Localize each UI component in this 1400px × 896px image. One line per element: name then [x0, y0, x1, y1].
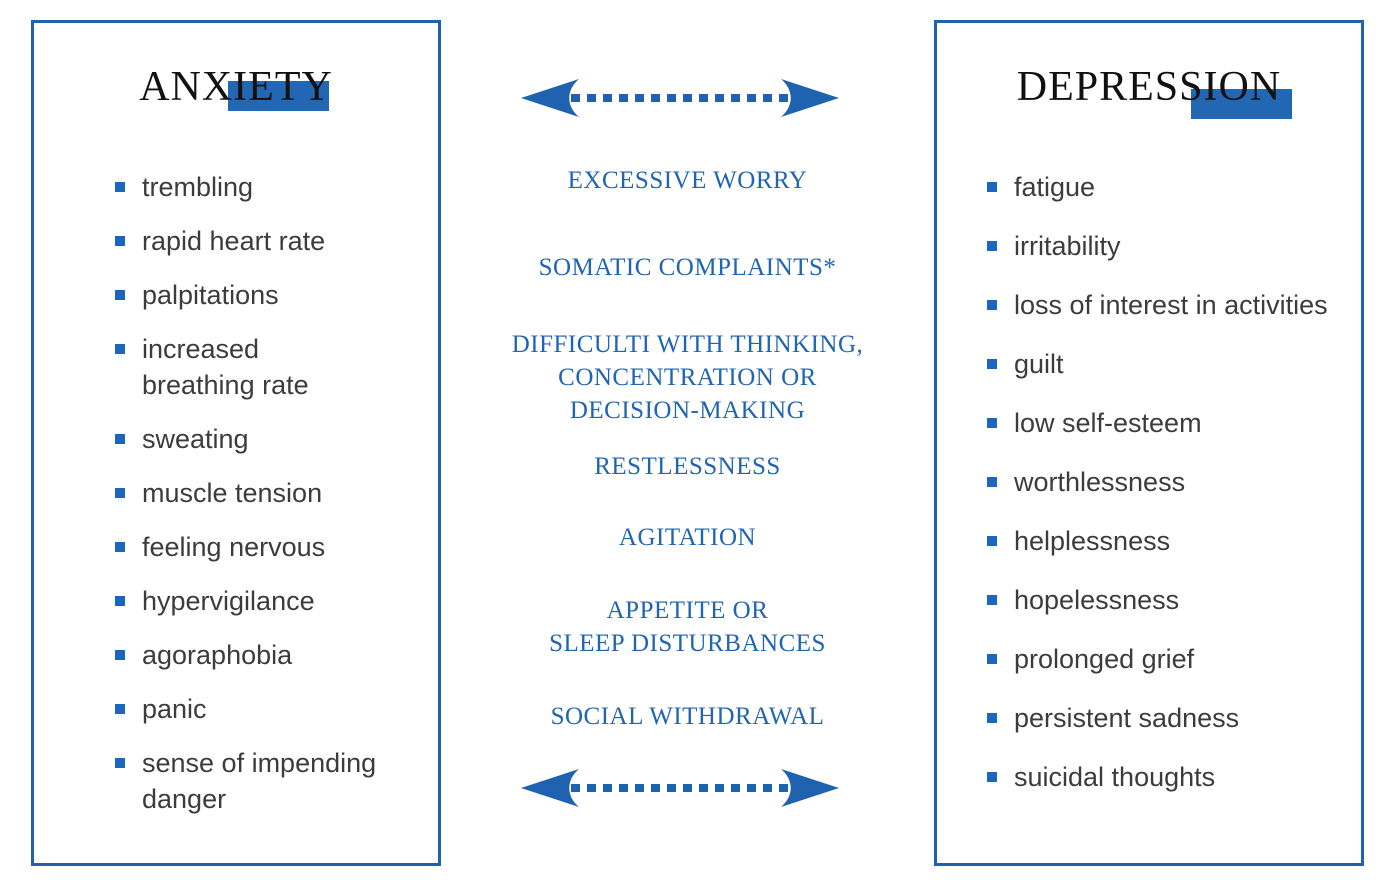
bullet-square-icon	[987, 595, 997, 605]
shared-symptom-label: RESTLESSNESS	[594, 453, 781, 480]
bullet-square-icon	[115, 488, 125, 498]
bullet-square-icon	[987, 654, 997, 664]
anxiety-symptom-list: trembling rapid heart rate palpitations inc…	[34, 169, 438, 835]
symptom-label: increased breathing rate	[142, 334, 309, 400]
symptom-item: low self-esteem	[987, 405, 1351, 441]
symptom-item: trembling	[115, 169, 428, 205]
depression-title-highlight	[1191, 89, 1292, 119]
depression-panel: DEPRESSION fatigue irritability loss of in…	[934, 20, 1364, 866]
symptom-item: panic	[115, 691, 428, 727]
bullet-square-icon	[987, 477, 997, 487]
symptom-label: rapid heart rate	[142, 226, 326, 256]
bullet-square-icon	[987, 536, 997, 546]
bullet-square-icon	[987, 772, 997, 782]
depression-title: DEPRESSION	[1016, 64, 1282, 110]
symptom-item: sweating	[115, 421, 428, 457]
symptom-item: loss of interest in activities	[987, 287, 1351, 323]
bullet-square-icon	[987, 241, 997, 251]
bullet-square-icon	[115, 290, 125, 300]
symptom-item: persistent sadness	[987, 700, 1351, 736]
symptom-item: guilt	[987, 346, 1351, 382]
shared-symptom-label: EXCESSIVE WORRY	[567, 167, 808, 194]
bullet-square-icon	[987, 182, 997, 192]
symptom-item: rapid heart rate	[115, 223, 428, 259]
shared-symptom-label: AGITATION	[618, 524, 757, 551]
anxiety-panel: ANXIETY trembling rapid heart rate palpita…	[31, 20, 441, 866]
symptom-label: irritability	[1014, 231, 1121, 261]
bullet-square-icon	[987, 713, 997, 723]
symptom-item: feeling nervous	[115, 529, 428, 565]
symptom-label: panic	[142, 694, 207, 724]
symptom-item: worthlessness	[987, 464, 1351, 500]
anxiety-title-highlight	[228, 81, 329, 111]
anxiety-title: ANXIETY	[139, 64, 333, 110]
bullet-square-icon	[987, 359, 997, 369]
symptom-label: feeling nervous	[142, 532, 326, 562]
symptom-item: suicidal thoughts	[987, 759, 1351, 795]
bullet-square-icon	[115, 236, 125, 246]
double-arrow-icon	[521, 79, 839, 117]
symptom-item: muscle tension	[115, 475, 428, 511]
symptom-label: loss of interest in activities	[1014, 290, 1328, 320]
symptom-label: low self-esteem	[1014, 408, 1202, 438]
symptom-label: sense of impending danger	[142, 748, 377, 814]
shared-symptom-label: SOCIAL WITHDRAWAL	[550, 703, 825, 730]
symptom-label: guilt	[1014, 349, 1064, 379]
bullet-square-icon	[987, 300, 997, 310]
symptom-item: sense of impending danger	[115, 745, 428, 817]
symptom-label: persistent sadness	[1014, 703, 1240, 733]
symptom-label: worthlessness	[1014, 467, 1186, 497]
symptom-item: palpitations	[115, 277, 428, 313]
symptom-label: hypervigilance	[142, 586, 315, 616]
symptom-item: increased breathing rate	[115, 331, 428, 403]
symptom-item: helplessness	[987, 523, 1351, 559]
symptom-item: agoraphobia	[115, 637, 428, 673]
depression-symptom-list: fatigue irritability loss of interest in a…	[937, 169, 1361, 818]
symptom-label: palpitations	[142, 280, 279, 310]
symptom-item: irritability	[987, 228, 1351, 264]
symptom-label: sweating	[142, 424, 249, 454]
bullet-square-icon	[115, 758, 125, 768]
symptom-label: prolonged grief	[1014, 644, 1195, 674]
bullet-square-icon	[115, 542, 125, 552]
symptom-item: prolonged grief	[987, 641, 1351, 677]
bullet-square-icon	[115, 596, 125, 606]
bullet-square-icon	[115, 650, 125, 660]
symptom-label: hopelessness	[1014, 585, 1180, 615]
bullet-square-icon	[115, 344, 125, 354]
shared-symptom-label: SOMATIC COMPLAINTS*	[538, 254, 837, 281]
symptom-item: fatigue	[987, 169, 1351, 205]
shared-symptom-label: APPETITE OR SLEEP DISTURBANCES	[549, 597, 826, 657]
shared-symptoms-column: EXCESSIVE WORRY SOMATIC COMPLAINTS* DIFFIC…	[441, 0, 934, 896]
shared-symptom-label: DIFFICULTI WITH THINKING, CONCENTRATION …	[511, 331, 864, 424]
symptom-label: muscle tension	[142, 478, 323, 508]
shared-symptom-list: EXCESSIVE WORRY SOMATIC COMPLAINTS* DIFFIC…	[441, 0, 934, 896]
symptom-label: helplessness	[1014, 526, 1171, 556]
bullet-square-icon	[115, 182, 125, 192]
bullet-square-icon	[115, 704, 125, 714]
symptom-label: trembling	[142, 172, 254, 202]
symptom-item: hypervigilance	[115, 583, 428, 619]
symptom-label: suicidal thoughts	[1014, 762, 1216, 792]
bullet-square-icon	[987, 418, 997, 428]
double-arrow-icon	[521, 769, 839, 807]
symptom-label: agoraphobia	[142, 640, 293, 670]
symptom-label: fatigue	[1014, 172, 1096, 202]
symptom-item: hopelessness	[987, 582, 1351, 618]
bullet-square-icon	[115, 434, 125, 444]
